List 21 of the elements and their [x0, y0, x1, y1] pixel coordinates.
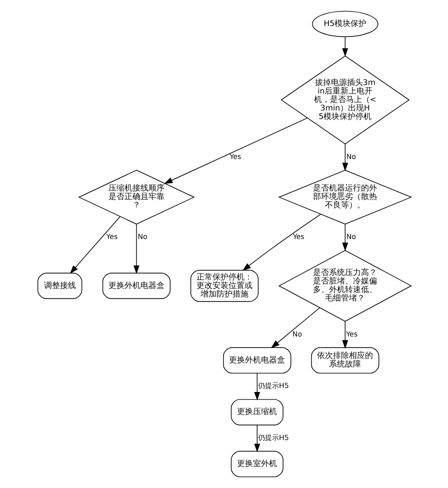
arrow: [254, 372, 260, 400]
edge-label: Yes: [106, 232, 118, 242]
arrow: [342, 321, 348, 349]
edge-label: Yes: [346, 329, 358, 338]
arrow: [163, 118, 308, 184]
arrow: [69, 216, 120, 274]
edge-label: No: [137, 232, 147, 242]
arrow: [342, 36, 348, 57]
edge-label: Yes: [292, 232, 304, 242]
edge-label: 仍提示H5: [258, 432, 288, 442]
arrow: [133, 224, 139, 274]
arrow: [342, 224, 348, 252]
edge-label: No: [346, 232, 356, 242]
arrow: [242, 214, 320, 271]
arrow: [270, 307, 320, 348]
arrow: [342, 144, 348, 172]
edge-label: No: [292, 329, 302, 338]
edge-label: 仍提示H5: [258, 381, 288, 390]
edge-label: Yes: [229, 152, 241, 161]
arrow: [254, 424, 260, 452]
edge-label: No: [346, 152, 356, 161]
